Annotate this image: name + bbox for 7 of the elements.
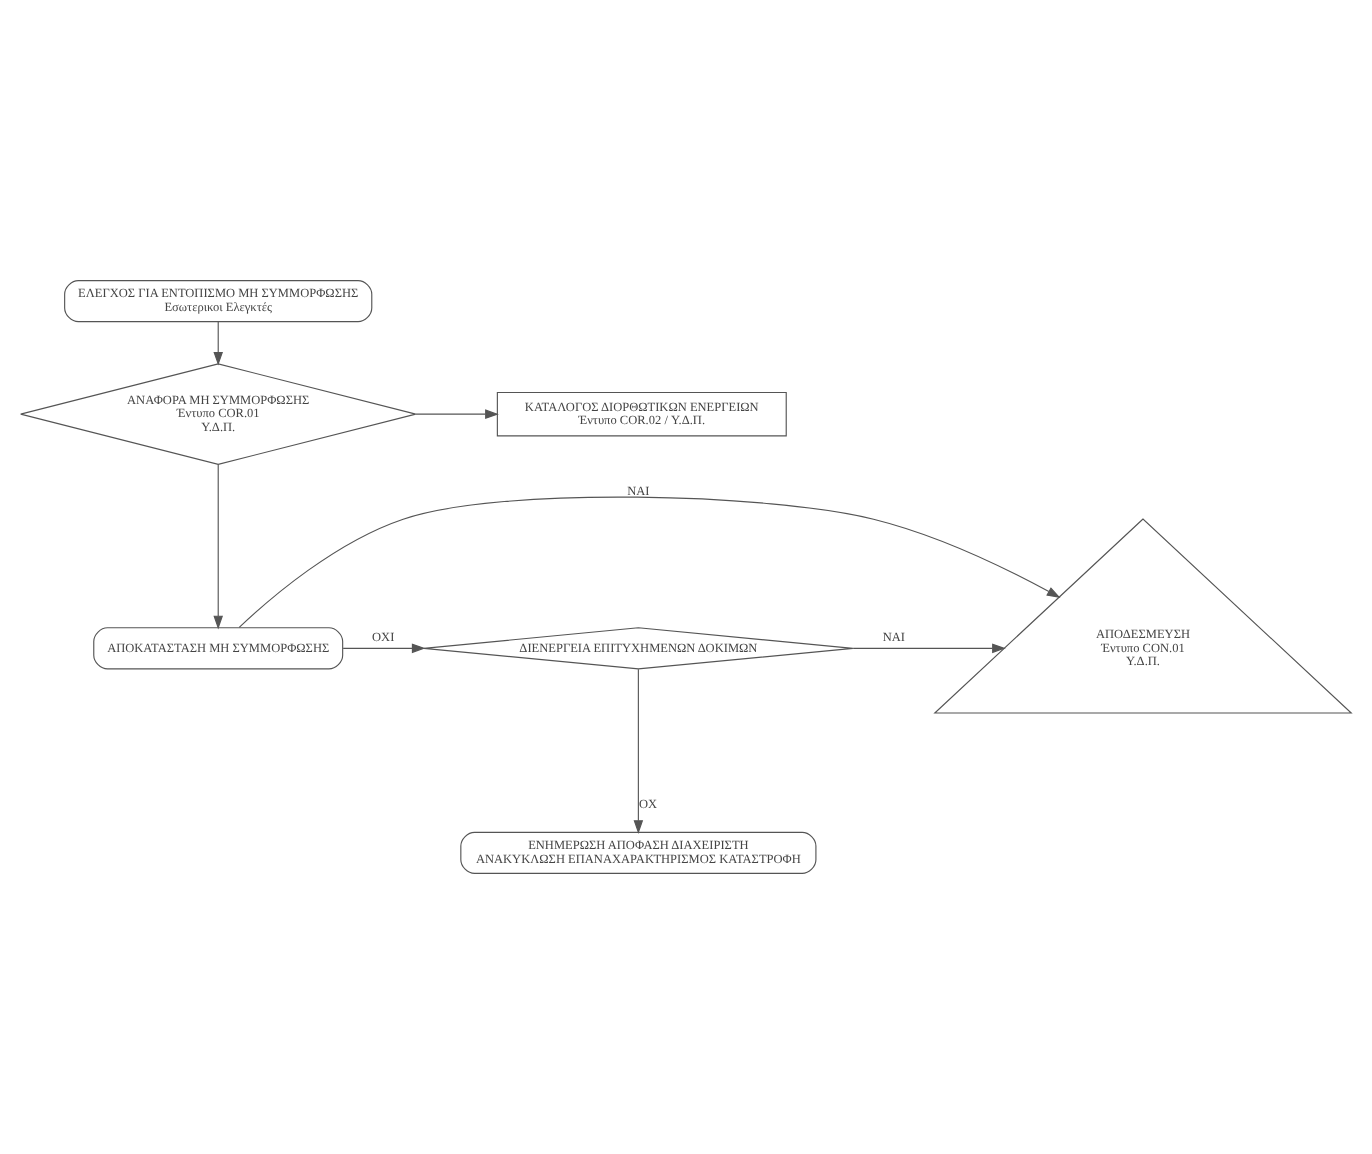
arrow: [213, 463, 223, 630]
arrow: [852, 643, 1006, 654]
arrow: [342, 643, 426, 654]
arrow: [633, 668, 644, 834]
arrow: [415, 409, 499, 419]
arrow: [238, 496, 1061, 628]
arrow: [213, 321, 223, 366]
